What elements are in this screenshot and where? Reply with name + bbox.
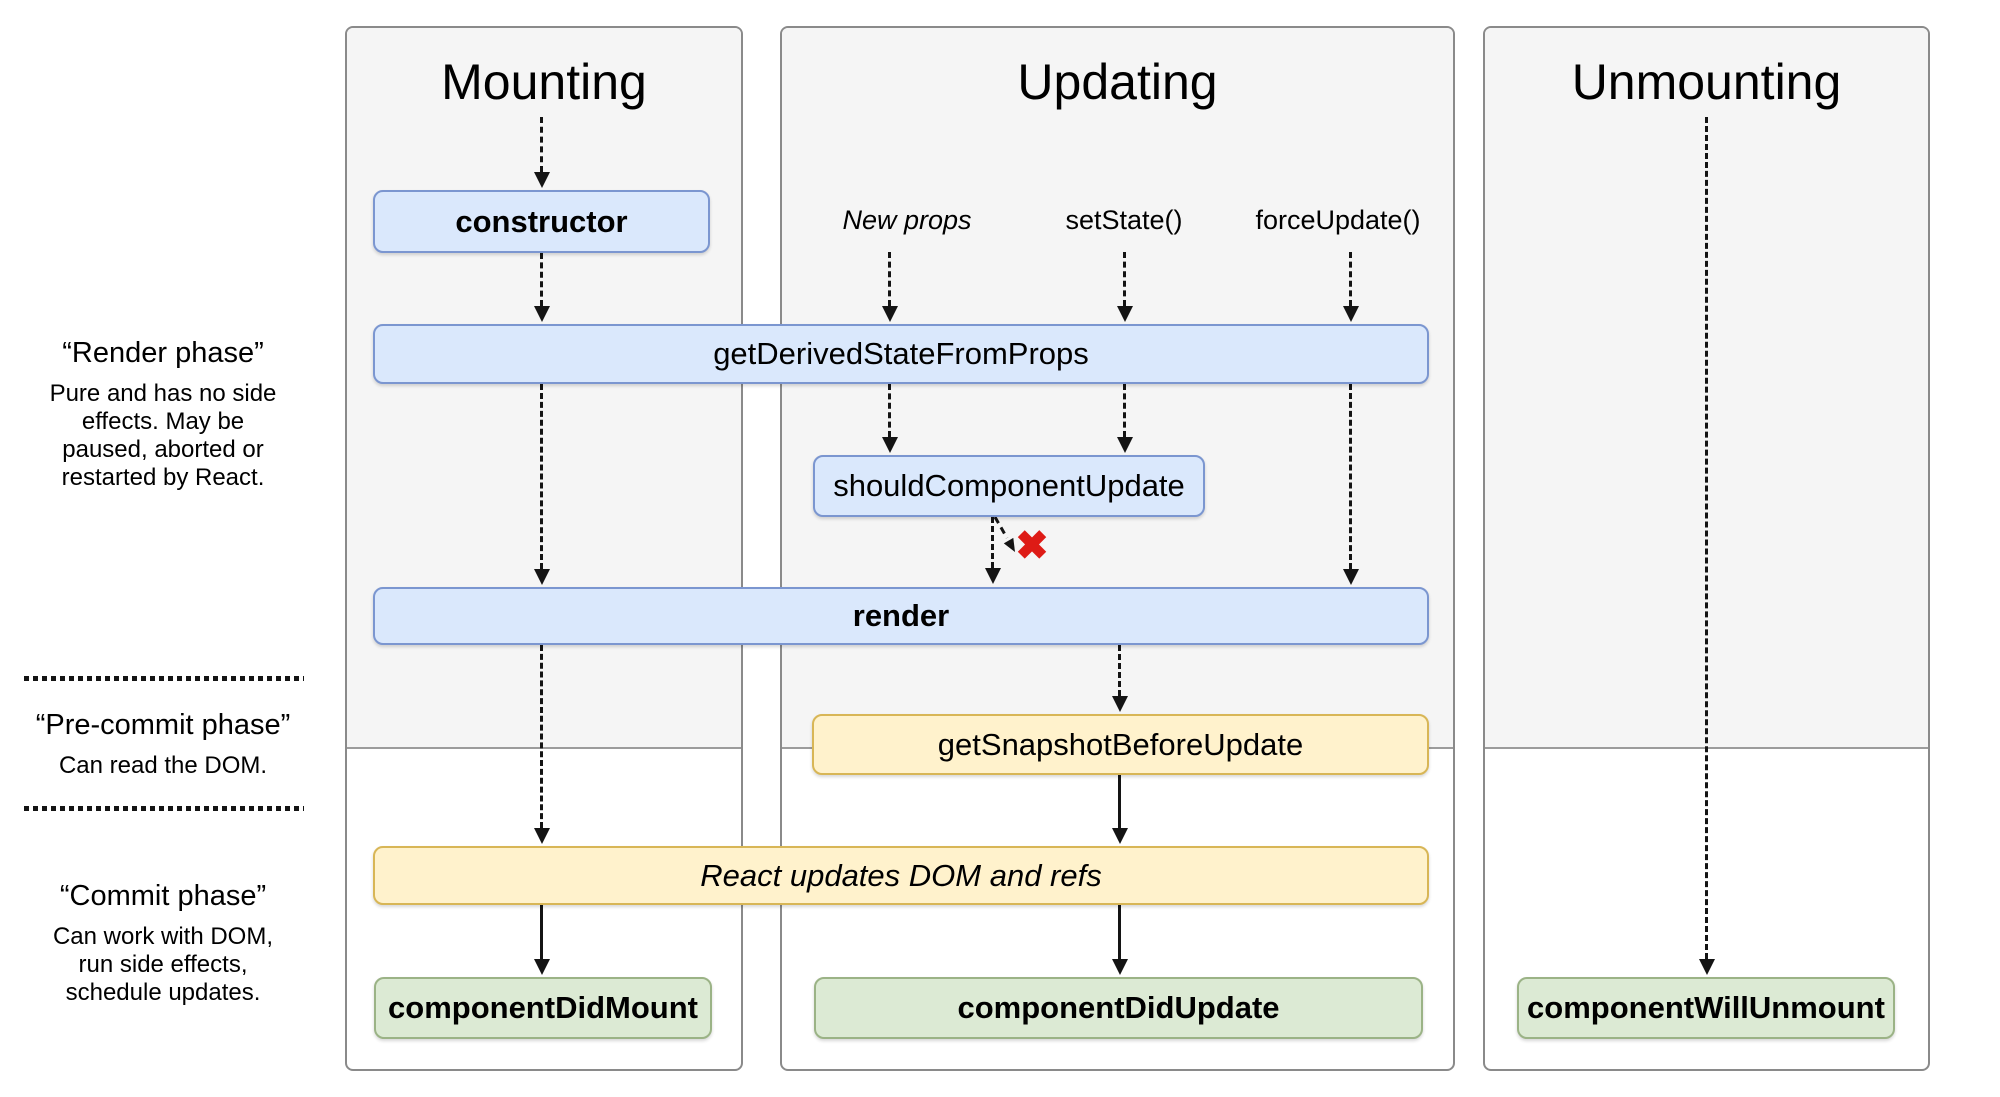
panel-title-unmounting: Unmounting (1571, 54, 1842, 110)
arrow-unmounting-to-componentwillunmount (1698, 117, 1715, 975)
arrow-render-to-reactupdates-mounting (533, 645, 550, 844)
arrow-constructor-to-getderivedstatefromprops (533, 253, 550, 322)
step-box-react-updates-dom-and-refs: React updates DOM and refs (373, 846, 1429, 905)
panel-title-updating: Updating (1017, 54, 1218, 110)
dotted-separator-top (24, 676, 304, 681)
arrow-getsnapshot-to-reactupdates (1111, 775, 1128, 844)
method-box-shouldcomponentupdate: shouldComponentUpdate (813, 455, 1205, 517)
phase-title-precommit: “Pre-commit phase” (35, 709, 291, 741)
method-box-componentdidmount: componentDidMount (374, 977, 712, 1039)
phase-label-render: “Render phase” Pure and has no side effe… (10, 335, 316, 492)
method-box-componentwillunmount: componentWillUnmount (1517, 977, 1895, 1039)
arrow-reactupdates-to-componentdidmount (533, 905, 550, 975)
arrow-forceupdate-bypass-to-render (1342, 384, 1359, 585)
phase-description-render: Pure and has no side effects. May be pau… (49, 380, 277, 491)
trigger-set-state: setState() (1065, 204, 1183, 235)
arrow-getderived-to-shouldcomponentupdate-left (881, 384, 898, 453)
arrow-mounting-to-constructor (533, 117, 550, 188)
arrow-shouldcomponentupdate-to-render (984, 517, 1001, 584)
phase-description-commit: Can work with DOM, run side effects, sch… (52, 923, 274, 1006)
arrow-setstate-to-getderivedstatefromprops (1116, 252, 1133, 322)
phase-title-render: “Render phase” (62, 337, 264, 369)
arrow-shouldcomponentupdate-skip-branch (993, 516, 1015, 552)
panel-title-mounting: Mounting (441, 54, 647, 110)
method-box-render: render (373, 587, 1429, 645)
method-box-getderivedstatefromprops: getDerivedStateFromProps (373, 324, 1429, 384)
trigger-force-update: forceUpdate() (1255, 204, 1421, 235)
phase-description-precommit: Can read the DOM. (58, 752, 268, 779)
phase-label-commit: “Commit phase” Can work with DOM, run si… (10, 878, 316, 1007)
arrow-forceupdate-to-getderivedstatefromprops (1342, 252, 1359, 322)
arrow-getderivedstatefromprops-to-render-mounting (533, 384, 550, 585)
arrow-reactupdates-to-componentdidupdate (1111, 905, 1128, 975)
arrow-render-to-getsnapshotbeforeupdate (1111, 645, 1128, 712)
trigger-new-props: New props (842, 204, 972, 235)
method-box-componentdidupdate: componentDidUpdate (814, 977, 1423, 1039)
phase-title-commit: “Commit phase” (59, 880, 267, 912)
method-box-constructor: constructor (373, 190, 710, 253)
phase-label-precommit: “Pre-commit phase” Can read the DOM. (10, 707, 316, 780)
arrow-getderived-to-shouldcomponentupdate-right (1116, 384, 1133, 453)
skip-update-cross-icon: ✖ (1015, 524, 1049, 568)
arrow-newprops-to-getderivedstatefromprops (881, 252, 898, 322)
method-box-getsnapshotbeforeupdate: getSnapshotBeforeUpdate (812, 714, 1429, 775)
dotted-separator-bottom (24, 806, 304, 811)
